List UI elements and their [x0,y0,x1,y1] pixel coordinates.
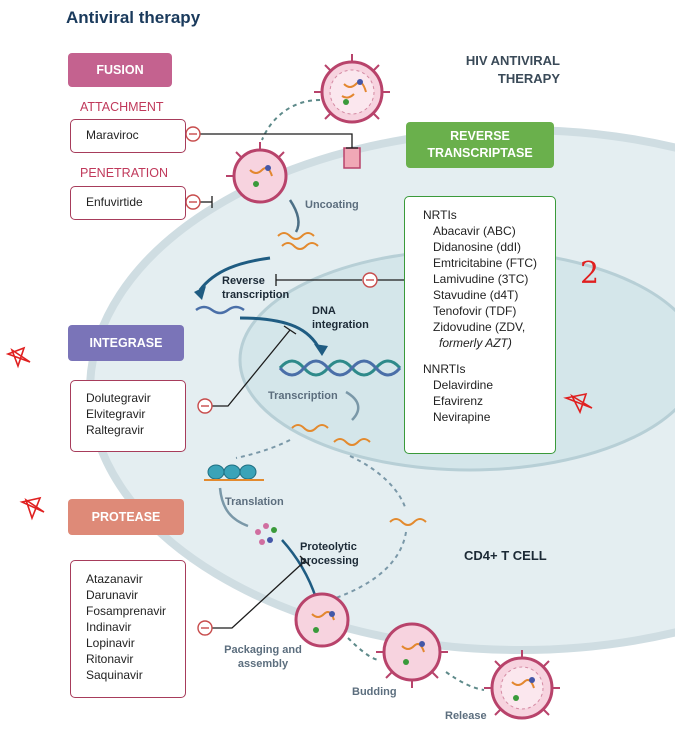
step-budding: Budding [352,686,397,698]
protease-drug: Indinavir [86,620,132,634]
integrase-drug: Elvitegravir [86,407,146,421]
diagram-header: HIV ANTIVIRAL THERAPY [465,53,560,86]
protease-header: PROTEASE [68,499,184,535]
nrti-note: formerly AZT) [439,336,512,350]
protease-drug: Ritonavir [86,652,134,666]
nrti-item: Zidovudine (ZDV, [433,320,526,334]
cell-label: CD4+ T CELL [464,548,547,563]
nrti-item: Emtricitabine (FTC) [433,256,538,270]
penetration-drug-box: Enfuvirtide [70,186,186,220]
handwritten-number: 2 [580,256,600,291]
mrna-strand [389,518,427,526]
integrase-drug: Raltegravir [86,423,145,437]
attachment-label: ATTACHMENT [80,100,164,114]
fusion-header: FUSION [68,53,172,87]
cd4-receptor [343,147,361,169]
inhibitor-lines [200,133,362,629]
protease-drug: Darunavir [86,588,139,602]
protease-drug: Lopinavir [86,636,135,650]
viral-dna [195,305,245,315]
nnrti-heading: NNRTIs [423,362,466,376]
nrti-item: Stavudine (d4T) [433,288,519,302]
rt-drug-box: NRTIs Abacavir (ABC) Didanosine (ddI) Em… [404,196,556,454]
penetration-drug: Enfuvirtide [86,195,143,209]
integrase-drug: Dolutegravir [86,391,151,405]
protease-drug: Fosamprenavir [86,604,167,618]
attachment-drug: Maraviroc [86,128,139,142]
virion-budding [376,622,448,688]
host-dna [278,359,402,377]
protease-drug-box: Atazanavir Darunavir Fosamprenavir Indin… [70,560,186,698]
nrti-item: Lamivudine (3TC) [433,272,529,286]
nnrti-item: Delavirdine [433,378,494,392]
penetration-label: PENETRATION [80,166,168,180]
virion-assembling [294,592,350,648]
step-uncoating: Uncoating [305,199,359,211]
step-dna-integration: DNA integration [312,305,369,331]
ribosomes [207,464,257,480]
step-transcription: Transcription [268,390,338,402]
nrti-item: Abacavir (ABC) [433,224,516,238]
nnrti-item: Nevirapine [433,410,491,424]
step-packaging: Packaging and assembly [224,644,302,670]
page-title: Antiviral therapy [66,8,201,27]
step-proteolytic: Proteolytic processing [300,541,359,567]
nrti-heading: NRTIs [423,208,457,222]
virion-fusing [226,142,288,204]
handwritten-marks [5,346,593,521]
virion-entering [314,54,390,124]
step-release: Release [445,710,487,722]
attachment-drug-box: Maraviroc [70,119,186,153]
nnrti-item: Efavirenz [433,394,484,408]
virion-released [484,650,560,720]
step-reverse-transcription: Reverse transcription [222,275,290,301]
integrase-header: INTEGRASE [68,325,184,361]
viral-rna [277,232,319,250]
polyprotein [255,523,277,545]
reverse-transcriptase-header: REVERSE TRANSCRIPTASE [406,122,554,168]
protease-drug: Atazanavir [86,572,143,586]
step-translation: Translation [225,496,284,508]
nrti-item: Tenofovir (TDF) [433,304,517,318]
nrti-item: Didanosine (ddI) [433,240,522,254]
protease-drug: Saquinavir [86,668,143,682]
integrase-drug-box: Dolutegravir Elvitegravir Raltegravir [70,380,186,452]
